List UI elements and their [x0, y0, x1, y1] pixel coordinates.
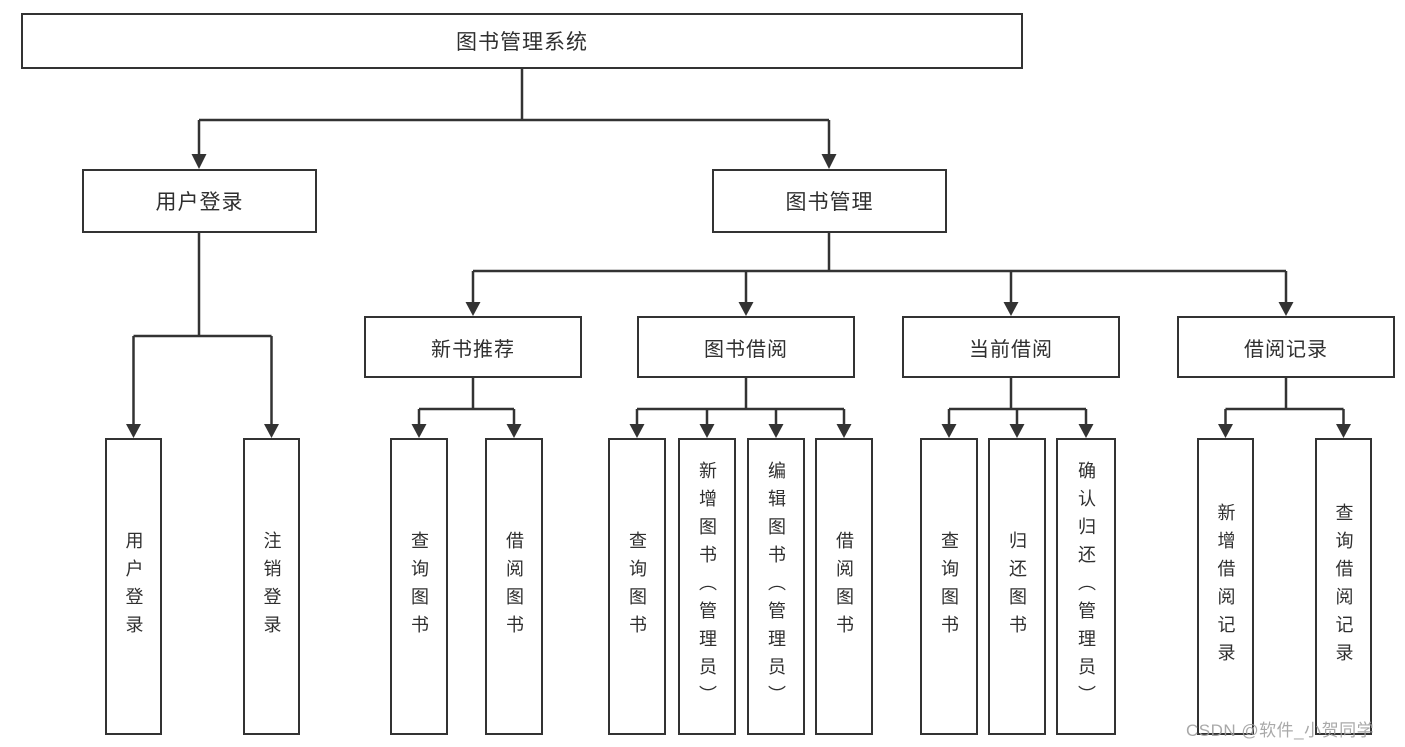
- leaf-query-borrow-record: 查询借阅记录: [1315, 438, 1372, 735]
- leaf-label: 新增借阅记录: [1215, 502, 1236, 671]
- leaf-label: 编辑图书（管理员）: [766, 460, 786, 713]
- leaf-label: 借阅图书: [834, 530, 854, 643]
- leaf-label: 查询图书: [409, 530, 429, 643]
- leaf-label: 查询图书: [939, 530, 959, 643]
- leaf-label: 查询借阅记录: [1333, 502, 1354, 671]
- leaf-query-books-2: 查询图书: [608, 438, 666, 735]
- leaf-label: 借阅图书: [504, 530, 524, 643]
- node-library-management-system: 图书管理系统: [21, 13, 1023, 69]
- leaf-add-books-admin: 新增图书（管理员）: [678, 438, 736, 735]
- leaf-confirm-return-admin: 确认归还（管理员）: [1056, 438, 1116, 735]
- leaf-borrow-books-1: 借阅图书: [485, 438, 543, 735]
- node-book-borrow: 图书借阅: [637, 316, 855, 378]
- node-current-borrow: 当前借阅: [902, 316, 1120, 378]
- leaf-label: 查询图书: [627, 530, 647, 643]
- leaf-label: 归还图书: [1007, 530, 1027, 643]
- node-user-login: 用户登录: [82, 169, 317, 233]
- node-new-book-recommend: 新书推荐: [364, 316, 582, 378]
- leaf-label: 用户登录: [123, 530, 144, 643]
- leaf-edit-books-admin: 编辑图书（管理员）: [747, 438, 805, 735]
- leaf-query-books-3: 查询图书: [920, 438, 978, 735]
- leaf-add-borrow-record: 新增借阅记录: [1197, 438, 1254, 735]
- leaf-return-books: 归还图书: [988, 438, 1046, 735]
- arrowhead-icons: [126, 154, 1351, 438]
- leaf-borrow-books-2: 借阅图书: [815, 438, 873, 735]
- leaf-user-login: 用户登录: [105, 438, 162, 735]
- leaf-query-books-1: 查询图书: [390, 438, 448, 735]
- leaf-label: 注销登录: [261, 530, 282, 643]
- leaf-label: 新增图书（管理员）: [697, 460, 717, 713]
- csdn-watermark: CSDN @软件_小贺同学: [1186, 721, 1375, 740]
- leaf-label: 确认归还（管理员）: [1076, 460, 1096, 713]
- node-borrow-records: 借阅记录: [1177, 316, 1395, 378]
- leaf-logout: 注销登录: [243, 438, 300, 735]
- node-book-management: 图书管理: [712, 169, 947, 233]
